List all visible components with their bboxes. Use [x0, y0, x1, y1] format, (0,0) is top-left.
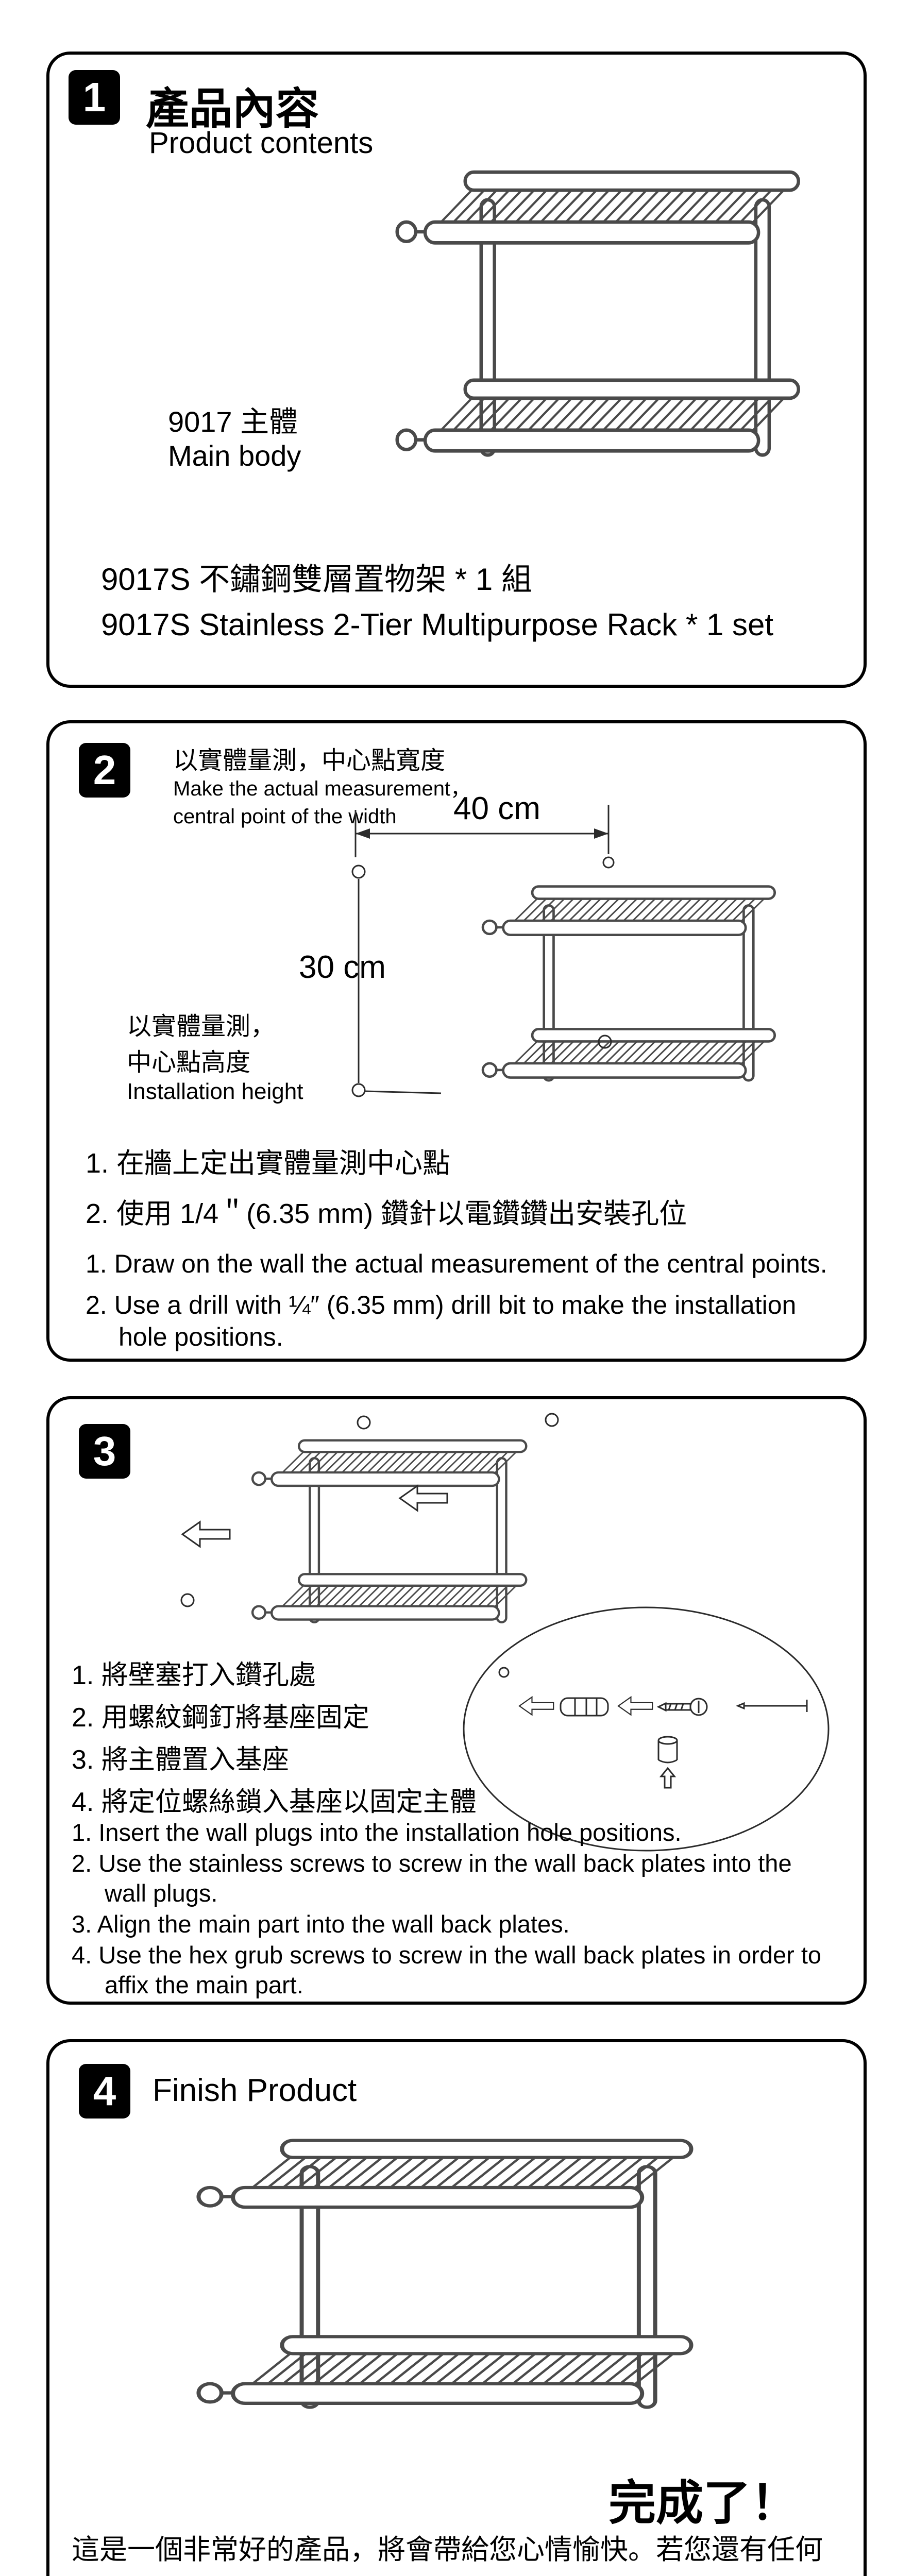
height-measure-note-zh2: 中心點高度 [127, 1049, 251, 1076]
grub-screw-icon [736, 1700, 808, 1712]
screw-icon [656, 1698, 708, 1716]
section-2-steps-zh: 1. 在牆上定出實體量測中心點 2. 使用 1/4＂(6.35 mm) 鑽針以電… [86, 1138, 687, 1239]
main-body-label-zh: 9017 主體 [168, 405, 298, 438]
section-3-steps-en: 1. Insert the wall plugs into the instal… [72, 1818, 834, 2000]
step-item: 2. 用螺紋鋼釘將基座固定 [72, 1703, 369, 1733]
drill-hole-icon [498, 1667, 510, 1678]
closing-paragraph-zh: 這是一個非常好的產品，將會帶給您心情愉快。若您還有任何疑問，請與服務人員聯絡。 [72, 2534, 823, 2576]
section-4-number-badge: 4 [79, 2064, 130, 2119]
section-1-title-zh: 產品內容 [146, 84, 319, 133]
drill-point-connector [364, 1090, 442, 1094]
step-item: 1. 將壁塞打入鑽孔處 [72, 1660, 316, 1690]
left-arrowhead [356, 828, 370, 839]
dimension-overlay [351, 805, 615, 1097]
base-cylinder-icon [657, 1736, 678, 1764]
screw-hole [545, 1413, 559, 1427]
hardware-detail-inset [463, 1606, 830, 1852]
rack-illustration [481, 885, 776, 1082]
section-4-title-en: Finish Product [153, 2073, 357, 2108]
section-2-steps-en: 1. Draw on the wall the actual measureme… [86, 1248, 838, 1353]
main-body-label-en: Main body [168, 439, 301, 472]
section-3-installation: 3 [46, 1396, 867, 2005]
screw-hole [357, 1415, 371, 1430]
step-item: 3. Align the main part into the wall bac… [72, 1910, 570, 1938]
lower-drill-point [351, 1083, 366, 1097]
contents-item-en: 9017S Stainless 2-Tier Multipurpose Rack… [101, 607, 774, 642]
height-dimension-label: 30 cm [299, 950, 386, 985]
width-measure-note-en-line1: Make the actual measurement， [173, 777, 471, 800]
section-1-product-contents: 1 產品內容 Product contents 9017 主體 Main bod… [46, 52, 867, 688]
step-item: 1. Draw on the wall the actual measureme… [86, 1249, 827, 1278]
rack-illustration [395, 170, 800, 457]
right-drill-point [602, 856, 615, 869]
installation-diagram-overlay [180, 1413, 830, 1852]
step-item: 3. 將主體置入基座 [72, 1745, 289, 1775]
hardware-detail-items [498, 1667, 808, 1789]
insert-arrow-icon [518, 1696, 554, 1716]
section-3-steps-zh: 1. 將壁塞打入鑽孔處 2. 用螺紋鋼釘將基座固定 3. 將主體置入基座 4. … [72, 1654, 477, 1823]
section-1-title-en: Product contents [149, 126, 374, 160]
wall-plug-icon [560, 1697, 609, 1717]
contents-item-zh: 9017S 不鏽鋼雙層置物架 * 1 組 [101, 562, 532, 597]
step-item: 1. Insert the wall plugs into the instal… [72, 1819, 682, 1846]
step-item: 2. Use the stainless screws to screw in … [72, 1850, 792, 1907]
up-arrow-icon [659, 1767, 677, 1789]
rack-illustration [196, 2139, 694, 2409]
insert-arrow-icon [181, 1521, 231, 1548]
section-2-measurement: 2 以實體量測，中心點寬度 Make the actual measuremen… [46, 720, 867, 1362]
insert-arrow-icon [617, 1696, 653, 1716]
section-3-number-badge: 3 [79, 1424, 130, 1479]
wall-drill-point [598, 1035, 612, 1049]
section-1-number-badge: 1 [69, 70, 120, 125]
step-item: 2. Use a drill with ¼″ (6.35 mm) drill b… [86, 1291, 797, 1351]
width-measure-note-zh: 以實體量測，中心點寬度 [173, 747, 446, 774]
section-4-finish: 4 Finish Product 完成了！ 這是一個非常好的產品，將會帶給您心情… [46, 2039, 867, 2576]
step-item: 4. Use the hex grub screws to screw in t… [72, 1941, 822, 1998]
width-dimension-label: 40 cm [453, 791, 540, 826]
right-arrowhead [594, 828, 608, 839]
height-measure-note-en: Installation height [127, 1079, 303, 1104]
done-label-zh: 完成了！ [608, 2477, 799, 2530]
upper-drill-point [351, 865, 366, 879]
rack-illustration [251, 1439, 528, 1623]
section-2-number-badge: 2 [79, 743, 130, 798]
step-item: 1. 在牆上定出實體量測中心點 [86, 1148, 451, 1179]
screw-hole [180, 1593, 195, 1607]
width-measure-note-en: Make the actual measurement， central poi… [173, 775, 471, 831]
insert-arrow-icon [399, 1485, 448, 1512]
width-measure-note-en-line2: central point of the width [173, 805, 397, 828]
height-measure-note-zh1: 以實體量測， [127, 1013, 276, 1040]
step-item: 2. 使用 1/4＂(6.35 mm) 鑽針以電鑽鑽出安裝孔位 [86, 1198, 687, 1229]
step-item: 4. 將定位螺絲鎖入基座以固定主體 [72, 1787, 477, 1817]
